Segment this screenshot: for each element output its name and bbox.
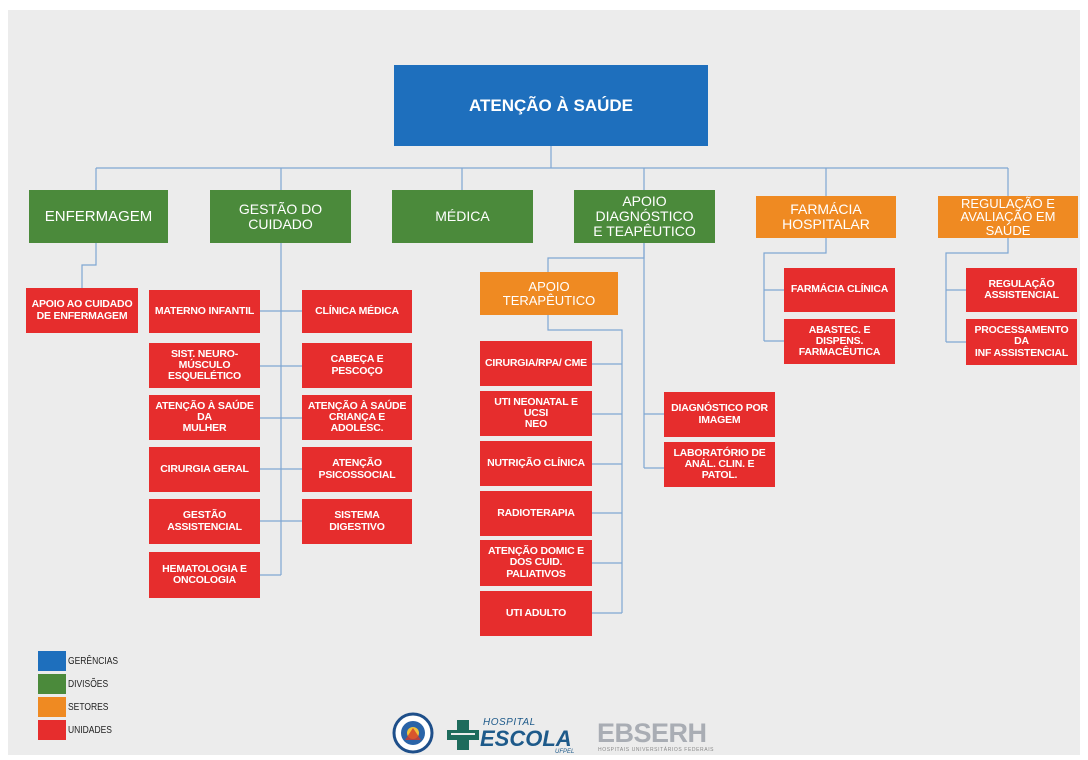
- unit-laboratorio-analises: LABORATÓRIO DE ANÁL. CLIN. E PATOL.: [664, 442, 775, 487]
- hospital-escola-sub: UFPEL: [555, 749, 575, 755]
- legend-swatch: [38, 674, 66, 694]
- division-medica: MÉDICA: [392, 190, 533, 243]
- unit-apoio-cuidado-enfermagem: APOIO AO CUIDADO DE ENFERMAGEM: [26, 288, 138, 333]
- legend-swatch: [38, 697, 66, 717]
- unit-atencao-psicossocial: ATENÇÃO PSICOSSOCIAL: [302, 447, 412, 492]
- ebserh-wordmark: EBSERH: [597, 718, 707, 748]
- hospital-escola-line2: ESCOLA: [480, 726, 572, 751]
- unit-nutricao-clinica: NUTRIÇÃO CLÍNICA: [480, 441, 592, 486]
- unit-atencao-saude-crianca: ATENÇÃO À SAÚDE CRIANÇA E ADOLESC.: [302, 395, 412, 440]
- unit-clinica-medica: CLÍNICA MÉDICA: [302, 290, 412, 333]
- unit-atencao-domic-paliativos: ATENÇÃO DOMIC E DOS CUID. PALIATIVOS: [480, 540, 592, 586]
- legend-label: UNIDADES: [68, 724, 112, 736]
- legend-label: GERÊNCIAS: [68, 655, 119, 667]
- unit-gestao-assistencial: GESTÃO ASSISTENCIAL: [149, 499, 260, 544]
- unit-radioterapia: RADIOTERAPIA: [480, 491, 592, 536]
- legend-item-unidades: UNIDADES: [38, 720, 120, 740]
- unit-uti-adulto: UTI ADULTO: [480, 591, 592, 636]
- unit-sist-neuro-musculo: SIST. NEURO-MÚSCULO ESQUELÉTICO: [149, 343, 260, 388]
- setor-farmacia-hospitalar: FARMÁCIA HOSPITALAR: [756, 196, 896, 238]
- unit-abastec-dispens: ABASTEC. E DISPENS. FARMACÊUTICA: [784, 319, 895, 364]
- ebserh-sub: HOSPITAIS UNIVERSITÁRIOS FEDERAIS: [598, 747, 715, 753]
- legend-label: SETORES: [68, 701, 109, 713]
- setor-regulacao-avaliacao: REGULAÇÃO E AVALIAÇÃO EM SAÚDE: [938, 196, 1078, 238]
- unit-uti-neonatal: UTI NEONATAL E UCSI NEO: [480, 391, 592, 436]
- unit-cirurgia-rpa-cme: CIRURGIA/RPA/ CME: [480, 341, 592, 386]
- unit-materno-infantil: MATERNO INFANTIL: [149, 290, 260, 333]
- division-gestao-do-cuidado: GESTÃO DO CUIDADO: [210, 190, 351, 243]
- legend-item-divisoes: DIVISÕES: [38, 674, 115, 694]
- legend-item-setores: SETORES: [38, 697, 116, 717]
- hospital-escola-line1: HOSPITAL: [483, 717, 536, 728]
- ufpel-seal-logo: [392, 712, 434, 754]
- unit-hematologia-oncologia: HEMATOLOGIA E ONCOLOGIA: [149, 552, 260, 598]
- unit-regulacao-assistencial: REGULAÇÃO ASSISTENCIAL: [966, 268, 1077, 312]
- unit-cirurgia-geral: CIRURGIA GERAL: [149, 447, 260, 492]
- unit-farmacia-clinica: FARMÁCIA CLÍNICA: [784, 268, 895, 312]
- unit-processamento-inf: PROCESSAMENTO DA INF ASSISTENCIAL: [966, 319, 1077, 365]
- legend-swatch: [38, 651, 66, 671]
- hospital-escola-logo: HOSPITAL ESCOLA UFPEL: [447, 717, 577, 755]
- root-node: ATENÇÃO À SAÚDE: [394, 65, 708, 146]
- setor-apoio-terapeutico: APOIO TERAPÊUTICO: [480, 272, 618, 315]
- ebserh-logo: EBSERH HOSPITAIS UNIVERSITÁRIOS FEDERAIS: [597, 718, 727, 754]
- unit-cabeca-pescoco: CABEÇA E PESCOÇO: [302, 343, 412, 388]
- legend-label: DIVISÕES: [68, 678, 109, 690]
- plus-icon: [447, 720, 479, 750]
- legend-item-gerencias: GERÊNCIAS: [38, 651, 127, 671]
- division-enfermagem: ENFERMAGEM: [29, 190, 168, 243]
- division-apoio-diagnostico: APOIO DIAGNÓSTICO E TEAPÊUTICO: [574, 190, 715, 243]
- legend-swatch: [38, 720, 66, 740]
- unit-diagnostico-imagem: DIAGNÓSTICO POR IMAGEM: [664, 392, 775, 437]
- unit-atencao-saude-mulher: ATENÇÃO À SAÚDE DA MULHER: [149, 395, 260, 440]
- unit-sistema-digestivo: SISTEMA DIGESTIVO: [302, 499, 412, 544]
